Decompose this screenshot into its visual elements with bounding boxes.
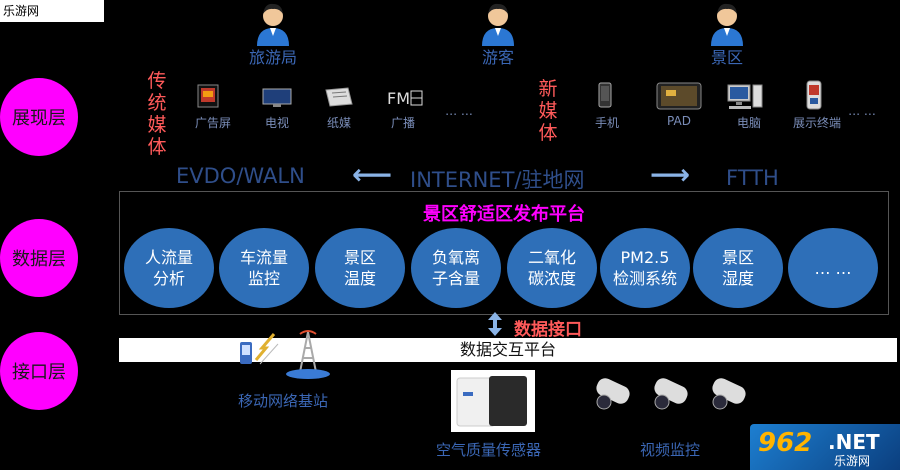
device-ellipsis: … … — [445, 104, 473, 118]
arrow-left-icon: ⟵ — [352, 158, 393, 191]
stakeholder-label: 景区 — [710, 48, 743, 67]
site-logo: 962 .NET 乐游网 — [750, 424, 900, 470]
data-exchange-platform: 数据交互平台 — [119, 338, 897, 362]
svg-text:FM: FM — [387, 89, 410, 108]
billboard-icon — [197, 84, 219, 112]
phone-icon — [598, 82, 612, 112]
air-sensor-icon — [451, 370, 535, 436]
layer-presentation: 展现层 — [0, 78, 78, 156]
source-label: 移动网络基站 — [238, 392, 329, 410]
updown-arrow-icon — [487, 312, 503, 340]
computer-icon — [727, 84, 763, 114]
device-label: 纸媒 — [326, 116, 351, 130]
base-station-icon — [238, 328, 336, 384]
person-icon — [711, 3, 743, 46]
network-left: EVDO/WALN — [176, 164, 305, 188]
layer-interface: 接口层 — [0, 332, 78, 410]
stakeholder-scenic-area — [707, 0, 747, 50]
metric-bubble: 景区 温度 — [315, 228, 405, 308]
metric-bubble: … … — [788, 228, 878, 308]
device-label: PAD — [667, 114, 691, 128]
network-right: FTTH — [726, 166, 779, 190]
metric-bubble: 二氧化 碳浓度 — [507, 228, 597, 308]
new-media-title: 新 媒 体 — [538, 78, 558, 144]
source-label: 空气质量传感器 — [436, 441, 542, 459]
source-label: 视频监控 — [640, 441, 701, 459]
tablet-icon — [656, 82, 702, 114]
metric-bubble: 车流量 监控 — [219, 228, 309, 308]
platform-title: 景区舒适区发布平台 — [423, 204, 585, 225]
device-label: 展示终端 — [792, 116, 841, 130]
watermark-site: 乐游网 www.962.net — [0, 0, 104, 40]
person-icon — [257, 3, 289, 46]
traditional-media-title: 传 统 媒 体 — [147, 70, 167, 158]
device-label: 手机 — [594, 116, 619, 130]
data-interface-label: 数据接口 — [514, 320, 582, 340]
network-center: INTERNET/驻地网 — [410, 168, 585, 192]
stakeholder-tourist — [478, 0, 518, 50]
camera-icon — [590, 374, 750, 420]
stakeholder-label: 旅游局 — [248, 48, 297, 67]
metric-bubble: 景区 湿度 — [693, 228, 783, 308]
stakeholder-label: 游客 — [481, 48, 514, 67]
layer-data: 数据层 — [0, 219, 78, 297]
radio-icon: FM — [387, 88, 423, 112]
device-label: 广告屏 — [194, 116, 231, 130]
device-label: 电视 — [264, 116, 289, 130]
tv-icon — [262, 88, 292, 112]
metric-bubble: 人流量 分析 — [124, 228, 214, 308]
arrow-right-icon: ⟶ — [650, 158, 691, 191]
newspaper-icon — [324, 86, 354, 112]
metric-bubble: 负氧离 子含量 — [411, 228, 501, 308]
device-label: 电脑 — [736, 116, 761, 130]
metric-bubble: PM2.5 检测系统 — [600, 228, 690, 308]
device-ellipsis: … … — [848, 104, 876, 118]
person-icon — [482, 3, 514, 46]
stakeholder-tourism-bureau — [253, 0, 293, 50]
kiosk-icon — [804, 80, 824, 114]
device-label: 广播 — [390, 116, 415, 130]
